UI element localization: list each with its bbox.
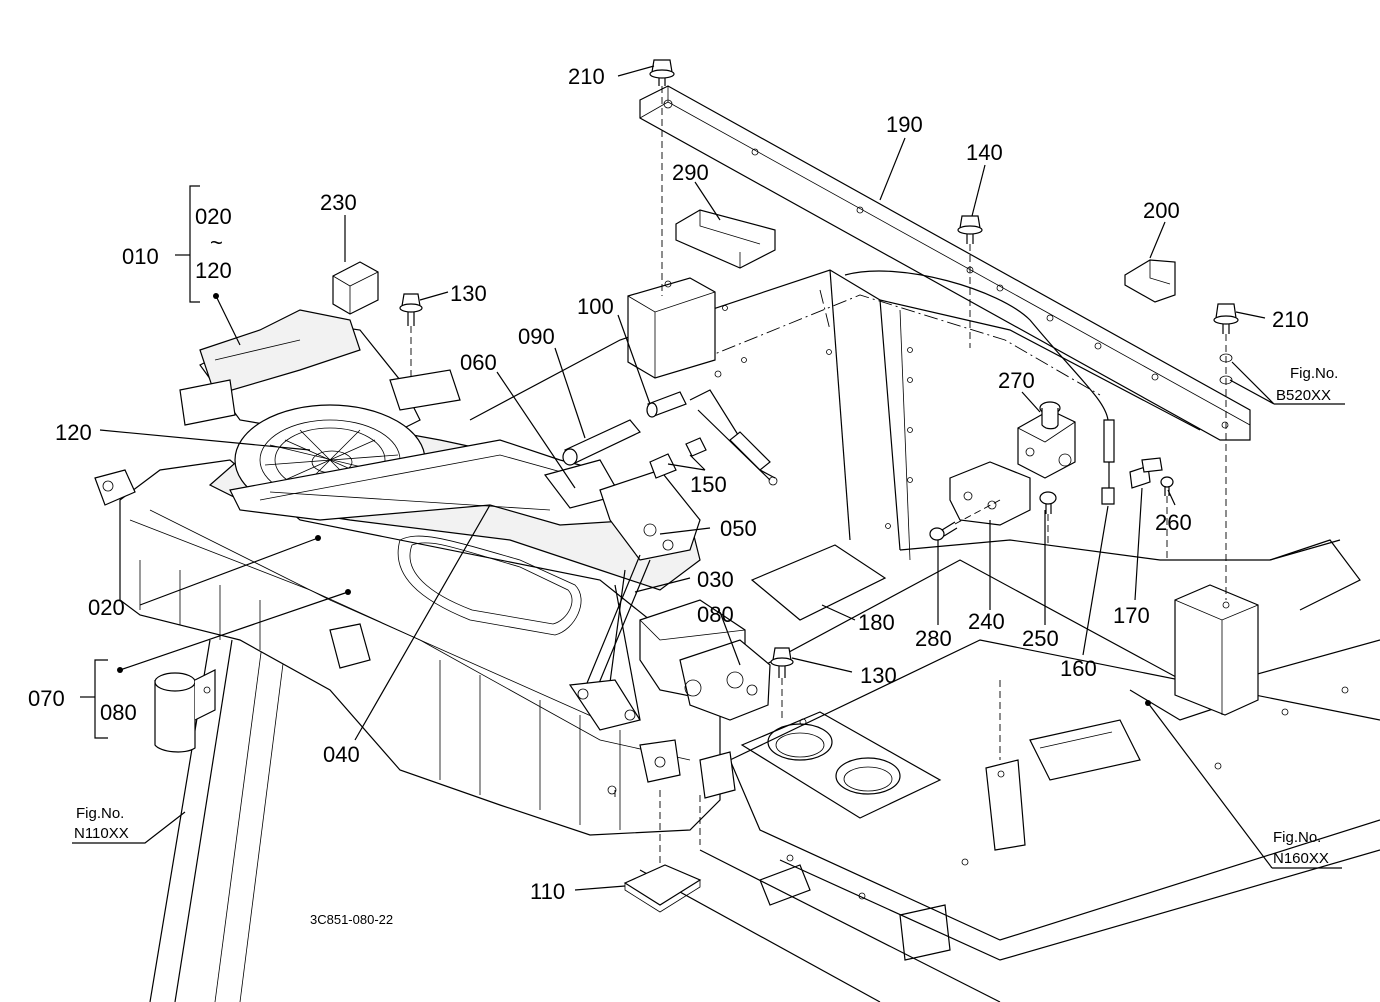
leader-lines: [72, 65, 1345, 891]
callout-labels: 010 020 ~ 120 230 130 120 060 090 100 29…: [28, 64, 1309, 904]
bolt-210-right: [1213, 303, 1239, 334]
clip-150: [649, 437, 707, 479]
blower-fan-assembly: [179, 309, 461, 516]
valve-270: [1017, 401, 1076, 479]
callout-080: 080: [697, 602, 734, 627]
callout-280: 280: [915, 626, 952, 651]
pad-110: [623, 864, 702, 913]
actuator-080: [639, 599, 771, 721]
callout-110: 110: [530, 879, 565, 904]
callout-050: 050: [720, 516, 757, 541]
callout-160: 160: [1060, 656, 1097, 681]
fig-ref-n160-code: N160XX: [1273, 850, 1329, 867]
callout-040: 040: [323, 742, 360, 767]
callout-180: 180: [858, 610, 895, 635]
callout-290: 290: [672, 160, 709, 185]
callout-270: 270: [998, 368, 1035, 393]
door-linkage: [229, 439, 701, 731]
drawing-code: 3C851-080-22: [310, 912, 393, 927]
box-230: [332, 261, 379, 315]
top-rail-190: [639, 85, 1251, 441]
callout-120-group: 120: [195, 258, 232, 283]
floor-bracket: [985, 759, 1026, 851]
clamp-170: [1129, 457, 1163, 489]
bolt-130-top: [399, 293, 423, 326]
callout-060: 060: [460, 350, 497, 375]
callout-240: 240: [968, 609, 1005, 634]
callout-range-tilde: ~: [210, 230, 223, 255]
bolt-250: [1039, 491, 1057, 514]
hose-100: [646, 391, 687, 418]
mat-180: [750, 544, 887, 621]
figure-references: Fig.No. N110XX Fig.No. B520XX Fig.No. N1…: [74, 365, 1338, 867]
callout-100: 100: [577, 294, 614, 319]
callout-210-top: 210: [568, 64, 605, 89]
duct-pipe-070: [154, 669, 216, 753]
callout-080-group: 080: [100, 700, 137, 725]
screw-260: [1160, 476, 1174, 496]
screw-280: [929, 521, 958, 541]
bracket-200: [1124, 259, 1176, 303]
fig-ref-n110-label: Fig.No.: [76, 805, 124, 822]
callout-140: 140: [966, 140, 1003, 165]
duct-support: [627, 277, 722, 379]
callout-230: 230: [320, 190, 357, 215]
fig-ref-b520-code: B520XX: [1276, 387, 1331, 404]
bolt-130-mid: [770, 647, 794, 678]
fig-ref-b520-label: Fig.No.: [1290, 365, 1338, 382]
callout-260: 260: [1155, 510, 1192, 535]
callout-130-top: 130: [450, 281, 487, 306]
callout-190: 190: [886, 112, 923, 137]
callout-010: 010: [122, 244, 159, 269]
callout-210-right: 210: [1272, 307, 1309, 332]
drain-hose-090: [562, 419, 641, 466]
fig-ref-n110-code: N110XX: [74, 825, 129, 842]
fig-ref-n160-label: Fig.No.: [1273, 829, 1321, 846]
callout-020: 020: [88, 595, 125, 620]
cable-assembly: [689, 389, 778, 486]
callout-150: 150: [690, 472, 727, 497]
bolt-140: [957, 215, 983, 244]
callout-250: 250: [1022, 626, 1059, 651]
callout-030: 030: [697, 567, 734, 592]
callout-090: 090: [518, 324, 555, 349]
right-support-bracket: [1174, 584, 1259, 716]
callout-020-group: 020: [195, 204, 232, 229]
callout-070: 070: [28, 686, 65, 711]
callout-200: 200: [1143, 198, 1180, 223]
bracket-240: [949, 461, 1031, 526]
callout-130-mid: 130: [860, 663, 897, 688]
callout-120: 120: [55, 420, 92, 445]
assembly-lines: [410, 86, 1230, 865]
bracket-290: [675, 209, 776, 269]
sensor-160: [844, 270, 1115, 505]
callout-170: 170: [1113, 603, 1150, 628]
bolt-210-top: [649, 59, 675, 86]
